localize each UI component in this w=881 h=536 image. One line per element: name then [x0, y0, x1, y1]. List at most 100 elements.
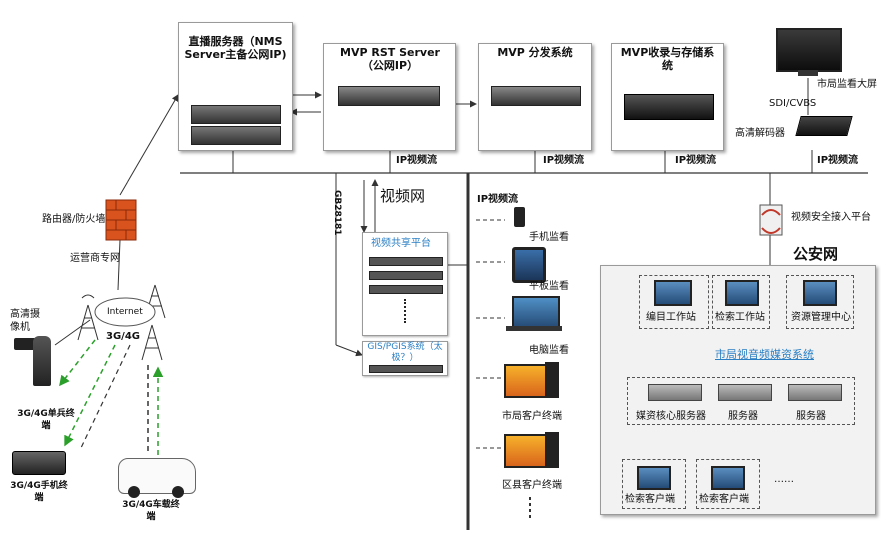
share-platform-box: 视频共享平台: [362, 232, 448, 336]
tablet-icon: [512, 247, 546, 283]
to-gis-arrow: [335, 344, 363, 357]
server-label: 服务器: [728, 411, 758, 422]
client-pc-icon: [711, 466, 745, 490]
sdi-label: SDI/CVBS: [769, 98, 817, 109]
gb28181-label: GB28181: [332, 190, 342, 236]
server-rack-icon: [191, 126, 281, 145]
police-net-title: 公安网: [793, 245, 839, 263]
server-rack-icon: [369, 257, 443, 266]
phone-terminal-label: 3G/4G手机终端: [10, 481, 68, 503]
live-server-title: 直播服务器（NMS Server主备公网IP): [184, 35, 287, 61]
more-clients-label: ……: [774, 474, 794, 485]
workstation-icon: [725, 280, 759, 306]
camera-icon: [14, 338, 36, 350]
wireless-link-phone: [64, 344, 116, 447]
rst-server-box: MVP RST Server（公网IP）: [323, 43, 456, 151]
mobile-phone-icon: [514, 207, 525, 227]
car-terminal-label: 3G/4G车载终端: [122, 500, 180, 522]
core-server-label: 媒资核心服务器: [636, 411, 706, 422]
laptop-screen-icon: [512, 296, 560, 328]
cameraman-icon: [33, 336, 51, 386]
resource-center-label: 资源管理中心: [791, 312, 851, 323]
catalog-workstation-label: 编目工作站: [646, 312, 696, 323]
workstation-group: 检索工作站: [712, 275, 770, 329]
big-screen-label: 市局监看大屏: [817, 79, 877, 90]
phone-monitor-label: 手机监看: [529, 232, 569, 243]
server-rack-icon: [338, 86, 440, 106]
more-servers-dots: [404, 299, 409, 323]
client-group: 检索客户端: [696, 459, 760, 509]
server-group: 媒资核心服务器 服务器 服务器: [627, 377, 855, 425]
live-server-box: 直播服务器（NMS Server主备公网IP): [178, 22, 293, 151]
car-wheel-icon: [128, 486, 140, 498]
search-client-label: 检索客户端: [699, 494, 749, 505]
hd-decoder-icon: [795, 116, 853, 136]
server-rack-icon: [788, 384, 842, 401]
workstation-icon: [654, 280, 692, 306]
internet-label: Internet: [107, 307, 143, 317]
router-downlink: [117, 239, 121, 291]
car-wheel-icon: [172, 486, 184, 498]
wireless-link-soldier: [59, 339, 96, 387]
decoder-label: 高清解码器: [735, 128, 785, 139]
search-workstation-label: 检索工作站: [715, 312, 765, 323]
rst-server-title: MVP RST Server（公网IP）: [340, 46, 440, 72]
carrier-net-label: 运营商专网: [70, 253, 120, 264]
client-ip-stream-label: IP视频流: [477, 194, 519, 205]
media-asset-system-title: 市局视音频媒资系统: [713, 348, 816, 361]
internet-cloud-icon: [94, 297, 156, 327]
ip-stream-label: IP视频流: [817, 155, 859, 166]
server-rack-icon: [369, 271, 443, 280]
city-client-monitor-icon: [504, 364, 548, 398]
gis-system-title: GIS/PGIS系统（太极？）: [367, 342, 443, 363]
monitor-stand-icon: [798, 70, 818, 76]
storage-array-icon: [624, 94, 714, 120]
gis-system-box: GIS/PGIS系统（太极？）: [362, 341, 448, 376]
server-rack-icon: [718, 384, 772, 401]
city-client-label: 市局客户终端: [502, 411, 562, 422]
network-3g4g-label: 3G/4G: [106, 331, 140, 342]
server-rack-icon: [191, 105, 281, 124]
phone-terminal-icon: [12, 451, 66, 475]
dist-server-box: MVP 分发系统: [478, 43, 592, 151]
monitor-screen-icon: [776, 28, 842, 72]
tower-icon-right: [141, 324, 163, 361]
camera-tower-link: [54, 319, 91, 346]
county-client-monitor-icon: [504, 434, 548, 468]
workstation-group: 编目工作站: [639, 275, 709, 329]
workstation-group: 资源管理中心: [786, 275, 854, 329]
server-rack-icon: [369, 365, 443, 373]
ip-stream-label: IP视频流: [396, 155, 438, 166]
security-gateway-icon: [759, 204, 783, 236]
server-rack-icon: [369, 285, 443, 294]
pc-monitor-label: 电脑监看: [529, 345, 569, 356]
server-rack-icon: [648, 384, 702, 401]
camera-label: 高清摄像机: [10, 309, 40, 333]
router-uplink-arrow: [119, 94, 179, 196]
video-net-title: 视频网: [380, 187, 426, 205]
city-client-tower-icon: [545, 362, 559, 398]
single-soldier-label: 3G/4G单兵终端: [17, 409, 75, 431]
rec-server-box: MVP收录与存储系统: [611, 43, 724, 151]
security-gateway-label: 视频安全接入平台: [791, 212, 871, 223]
tower-icon-top: [144, 284, 166, 319]
rec-server-title: MVP收录与存储系统: [620, 46, 715, 72]
server-label: 服务器: [796, 411, 826, 422]
wireless-link-phone-2: [79, 344, 131, 451]
client-group: 检索客户端: [622, 459, 686, 509]
client-pc-icon: [637, 466, 671, 490]
tower-icon-left: [77, 294, 99, 341]
workstation-icon: [803, 280, 837, 306]
search-client-label: 检索客户端: [625, 494, 675, 505]
ip-stream-label: IP视频流: [675, 155, 717, 166]
server-rack-icon: [491, 86, 581, 106]
share-platform-title: 视频共享平台: [371, 238, 431, 249]
county-client-label: 区县客户终端: [502, 480, 562, 491]
router-label: 路由器/防火墙: [42, 214, 106, 225]
tablet-monitor-label: 平板监看: [529, 281, 569, 292]
dist-server-title: MVP 分发系统: [497, 46, 573, 59]
firewall-icon: [105, 199, 137, 241]
laptop-base-icon: [506, 326, 562, 331]
county-client-tower-icon: [545, 432, 559, 468]
ip-stream-label: IP视频流: [543, 155, 585, 166]
